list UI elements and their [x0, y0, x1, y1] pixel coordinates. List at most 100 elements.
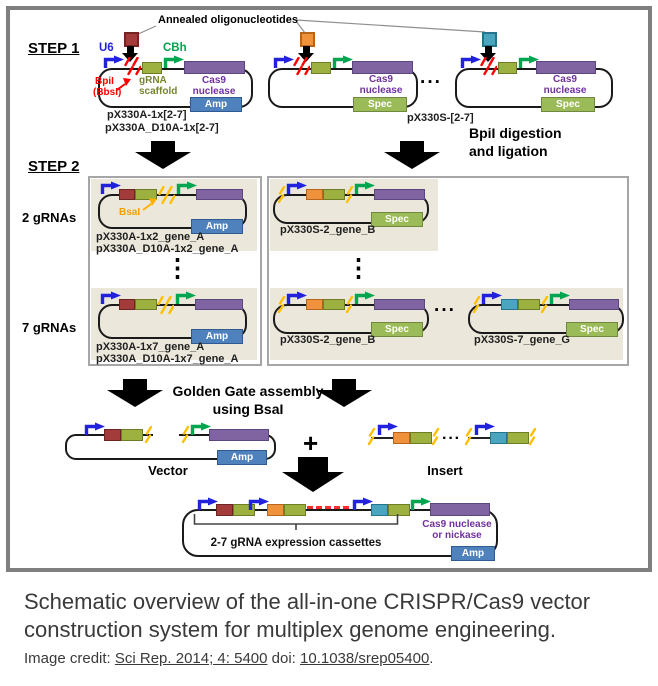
grna-spacer-box-orange	[306, 299, 323, 310]
step2-label: STEP 2	[28, 158, 80, 175]
grna-scaffold-box	[498, 62, 517, 74]
grna-spacer-box-red	[119, 189, 135, 200]
cbh-promoter-arrow-icon	[163, 55, 184, 68]
plasmid-name: pX330A-1x2_gene_A	[96, 231, 205, 243]
grna-spacer-box-red	[119, 299, 135, 310]
plus-sign: +	[303, 428, 319, 458]
credit-prefix: Image credit:	[24, 650, 115, 667]
grna-scaffold-box	[121, 429, 143, 441]
u6-promoter-arrow-icon	[273, 55, 294, 68]
bsal-overhang-icon	[540, 296, 549, 314]
bsal-overhang-icon	[144, 426, 153, 444]
grna-spacer-box-orange	[393, 432, 410, 444]
u6-promoter-arrow-icon	[103, 55, 124, 68]
u6-promoter-label: U6	[99, 42, 114, 54]
ellipsis: ···	[434, 300, 456, 321]
annealed-oligos-label: Annealed oligonucleotides	[158, 14, 298, 26]
u6-promoter-arrow-icon	[197, 497, 218, 510]
bsal-overhang-icon	[431, 428, 440, 446]
bpil-pointer-arrow-icon	[116, 78, 131, 91]
cassettes-label: 2-7 gRNA expression cassettes	[210, 537, 382, 549]
grna-scaffold-box	[518, 299, 540, 310]
bsal-label: BsaI	[119, 207, 141, 218]
grna-spacer-box-orange	[267, 504, 284, 516]
plasmid-backbone-px330a	[98, 68, 253, 108]
digestion-note: BpiI digestion and ligation	[469, 125, 562, 159]
grna-spacer-box-red	[216, 504, 233, 516]
u6-promoter-arrow-icon	[460, 55, 481, 68]
cas9-gene-box	[569, 299, 619, 310]
u6-promoter-arrow-icon	[286, 181, 307, 194]
bsal-overhang-icon	[528, 428, 537, 446]
amp-marker-box: Amp	[191, 329, 243, 344]
plasmid-backbone-px330a-1x2	[98, 194, 247, 229]
u6-promoter-arrow-icon	[248, 497, 269, 510]
cas9-caption: Cas9 nuclease	[359, 74, 403, 96]
vector-gap	[153, 431, 179, 438]
flow-arrow-down	[107, 379, 163, 407]
cas9-caption: Cas9 nuclease or nickase	[422, 519, 492, 541]
amp-marker-box: Amp	[451, 546, 495, 561]
image-credit: Image credit: Sci Rep. 2014; 4: 5400 doi…	[24, 650, 433, 667]
bsal-cut-site-icon	[157, 296, 174, 315]
plasmid-name: pX330A_D10A-1x7_gene_A	[96, 353, 239, 365]
vector-label: Vector	[148, 463, 188, 478]
bsal-cut-site-icon	[158, 186, 175, 205]
cassette-range-bracket	[193, 514, 399, 530]
cas9-gene-box	[209, 429, 269, 441]
grna-scaffold-box	[388, 504, 410, 516]
annealed-oligo-swatch-red	[124, 32, 139, 47]
annealed-oligo-connector-lines	[135, 19, 486, 36]
caption-line-2: construction system for multiplex genome…	[24, 617, 556, 642]
ellipsis: ···	[442, 430, 461, 447]
insert-arrow-down-icon	[480, 46, 496, 62]
credit-doi-link[interactable]: 10.1038/srep05400	[300, 650, 430, 667]
amp-marker-box: Amp	[217, 450, 267, 465]
vertical-ellipsis: ⋮	[165, 254, 190, 282]
bsal-overhang-icon	[345, 296, 354, 314]
flow-arrow-down	[135, 141, 191, 169]
grna-scaffold-box	[323, 299, 345, 310]
row-2grnas-label: 2 gRNAs	[22, 210, 77, 225]
cbh-promoter-label: CBh	[163, 42, 187, 54]
grna-scaffold-box	[142, 62, 162, 74]
spec-marker-box: Spec	[566, 322, 618, 337]
u6-promoter-arrow-icon	[474, 422, 495, 435]
spec-marker-box: Spec	[371, 212, 423, 227]
ellipsis: ···	[420, 72, 442, 93]
vertical-ellipsis: ⋮	[346, 254, 371, 282]
flow-arrow-down	[384, 141, 440, 169]
bsal-pointer-arrow-icon	[142, 198, 157, 211]
bsal-overhang-icon	[367, 428, 376, 446]
u6-promoter-arrow-icon	[377, 422, 398, 435]
cbh-promoter-arrow-icon	[175, 291, 196, 304]
cbh-promoter-arrow-icon	[190, 422, 211, 435]
annealed-oligo-swatch-orange	[300, 32, 315, 47]
u6-promoter-arrow-icon	[286, 291, 307, 304]
grna-scaffold-label-1: gRNA	[139, 75, 167, 86]
grna-scaffold-box	[311, 62, 331, 74]
cas9-gene-box	[374, 189, 425, 200]
bsal-overhang-icon	[277, 296, 286, 314]
grna-scaffold-label-2: scaffold	[139, 86, 178, 97]
grna-scaffold-box	[507, 432, 529, 444]
final-plasmid-backbone	[182, 509, 498, 557]
amp-marker-box: Amp	[191, 219, 243, 234]
cas9-gene-box	[374, 299, 425, 310]
u6-promoter-arrow-icon	[100, 291, 121, 304]
bpil-cut-site-icon	[293, 57, 310, 76]
spec-marker-box: Spec	[371, 322, 423, 337]
insert-label: Insert	[427, 463, 463, 478]
bsal-overhang-icon	[472, 296, 481, 314]
bpil-cut-site-icon	[124, 57, 141, 76]
cas9-gene-box	[430, 503, 490, 516]
bpil-cut-site-icon	[480, 57, 497, 76]
cas9-gene-box	[184, 61, 245, 74]
grna-scaffold-box	[410, 432, 432, 444]
credit-citation-link[interactable]: Sci Rep. 2014; 4: 5400	[114, 650, 268, 667]
u6-promoter-arrow-icon	[84, 422, 105, 435]
credit-doi-label: doi:	[267, 650, 301, 667]
golden-gate-title: Golden Gate assembly using BsaI	[172, 383, 324, 417]
cas9-caption: Cas9 nuclease	[543, 74, 587, 96]
flow-arrow-down	[282, 457, 344, 492]
